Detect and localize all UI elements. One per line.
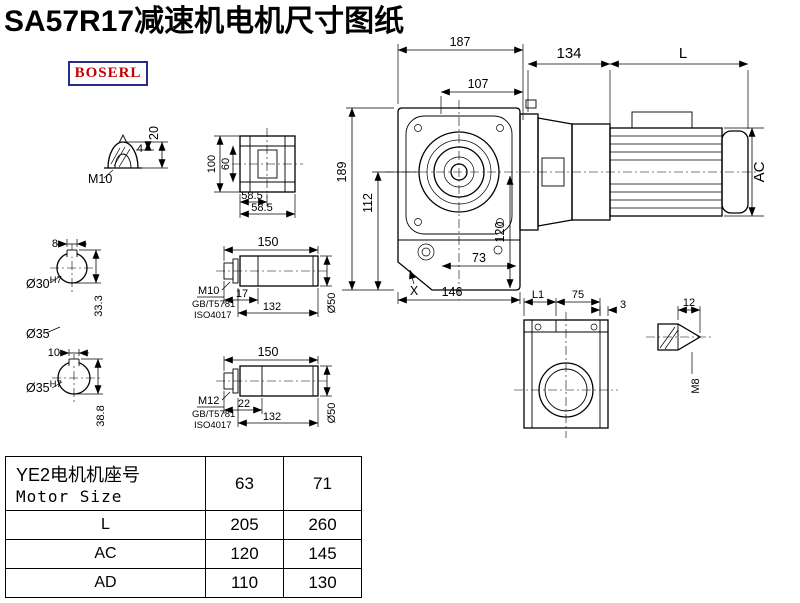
thread-label-m8: M8: [690, 378, 702, 393]
dim-38-8: 38.8: [95, 405, 107, 426]
dim-107: 107: [468, 77, 489, 91]
dim-112: 112: [361, 193, 375, 213]
dim-100: 100: [206, 155, 218, 173]
standard-label-iso-2: ISO4017: [194, 420, 232, 431]
dim-146: 146: [442, 285, 463, 299]
boserl-logo: BOSERL: [68, 61, 148, 86]
dim-73: 73: [472, 251, 486, 265]
value-L-71: 260: [283, 510, 362, 540]
output-flange-view: L1 75 3: [514, 289, 626, 438]
value-AD-71: 130: [283, 568, 362, 598]
dim-d50-1: Ø50: [326, 293, 338, 314]
coupling-face-outline: [239, 135, 296, 193]
output-flange-outline: [523, 319, 609, 429]
dim-motor-length-L: L: [679, 45, 687, 62]
table-row-AD: AD 110 130: [5, 568, 362, 598]
output-bore-outer-circle: [418, 131, 500, 213]
table-header-cell: YE2电机机座号 Motor Size: [5, 456, 206, 511]
bore-tolerance-text-2: H7: [50, 379, 62, 390]
value-L-63: 205: [205, 510, 284, 540]
dim-132-2: 132: [263, 411, 281, 423]
dim-33-3: 33.3: [93, 295, 105, 316]
shaft-body-2: [239, 365, 319, 397]
value-AC-63: 120: [205, 539, 284, 569]
row-label-AC: AC: [5, 539, 206, 569]
dim-60: 60: [220, 158, 232, 170]
dim-AC: AC: [751, 161, 768, 182]
dim-120: 120: [493, 222, 507, 243]
main-assembly-view: 187 107 134 L 189 112 120 73 146: [335, 35, 768, 304]
table-header-row: YE2电机机座号 Motor Size 63 71: [5, 456, 362, 511]
dim-134: 134: [556, 45, 581, 62]
plug-dome: [107, 141, 139, 169]
bore-diameter-text: Ø30: [26, 277, 50, 291]
washer-2: [232, 368, 239, 394]
dim-58-5-upper: 58.5: [241, 190, 262, 202]
thread-label-m10: M10: [198, 285, 219, 297]
standard-label-iso-1: ISO4017: [194, 310, 232, 321]
plug-thread-label: M10: [88, 172, 112, 186]
bore-view-2: Ø35 10 Ø35H7 38.8: [26, 326, 107, 427]
dim-4: 4: [137, 143, 143, 155]
dim-20: 20: [147, 126, 161, 140]
vent-plug: [525, 99, 537, 109]
bore-label-30: Ø30H7: [26, 275, 62, 291]
row-label-L: L: [5, 510, 206, 540]
dim-187: 187: [450, 35, 471, 49]
motor-size-table: YE2电机机座号 Motor Size 63 71 L 205 260 AC 1…: [5, 456, 362, 598]
dim-12: 12: [683, 297, 695, 309]
table-row-L: L 205 260: [5, 510, 362, 540]
row-label-AD: AD: [5, 568, 206, 598]
dim-L1: L1: [532, 289, 544, 301]
gearbox-housing-outline: [397, 107, 521, 291]
gearbox-face-plate: [405, 115, 513, 235]
coupling-face-view: 100 60 58.5 58.5: [206, 128, 303, 218]
table-title-cn: YE2电机机座号: [16, 465, 141, 485]
x-mark-label: X: [410, 284, 419, 298]
bore-label-35: Ø35H7: [26, 379, 62, 395]
bore-view-1: 8 Ø30H7 33.3: [26, 238, 105, 317]
pin-view: 12 M8: [646, 297, 714, 394]
dim-17: 17: [236, 288, 248, 300]
technical-drawing: 187 107 134 L 189 112 120 73 146: [26, 35, 768, 438]
dim-75: 75: [572, 289, 584, 301]
dim-22: 22: [238, 398, 250, 410]
shaft-detail-2: 150 22 132 M12 GB/T5781 ISO4017 Ø50: [192, 345, 338, 431]
bore-tolerance-text: H7: [50, 275, 62, 286]
shaft-label-35: Ø35: [26, 327, 50, 341]
shaft-body-1: [239, 255, 319, 287]
frame-size-71: 71: [283, 456, 362, 511]
frame-size-63: 63: [205, 456, 284, 511]
dim-150-2: 150: [258, 345, 279, 359]
dim-10: 10: [48, 347, 60, 359]
page-title: SA57R17减速机电机尺寸图纸: [4, 5, 405, 38]
dim-58-5-lower: 58.5: [251, 202, 272, 214]
dim-8: 8: [52, 238, 58, 250]
standard-label-gb-2: GB/T5781: [192, 409, 235, 420]
dim-189: 189: [335, 162, 349, 183]
pin-outline: [657, 323, 702, 351]
value-AC-71: 145: [283, 539, 362, 569]
dim-3: 3: [620, 299, 626, 311]
terminal-box: [631, 111, 693, 129]
plug-view: 4 20 M10: [88, 126, 168, 186]
washer-1: [232, 258, 239, 284]
dim-d50-2: Ø50: [326, 403, 338, 424]
value-AD-63: 110: [205, 568, 284, 598]
table-row-AC: AC 120 145: [5, 539, 362, 569]
output-shaft-circle: [538, 362, 594, 418]
bore-diameter-text-2: Ø35: [26, 381, 50, 395]
thread-label-m12: M12: [198, 395, 219, 407]
motor-cooling-fins: [610, 135, 722, 209]
standard-label-gb-1: GB/T5781: [192, 299, 235, 310]
dim-150-1: 150: [258, 235, 279, 249]
table-title-en: Motor Size: [16, 487, 123, 506]
dim-132-1: 132: [263, 301, 281, 313]
shaft-detail-1: 150 17 132 M10 GB/T5781 ISO4017 Ø50: [192, 235, 338, 321]
